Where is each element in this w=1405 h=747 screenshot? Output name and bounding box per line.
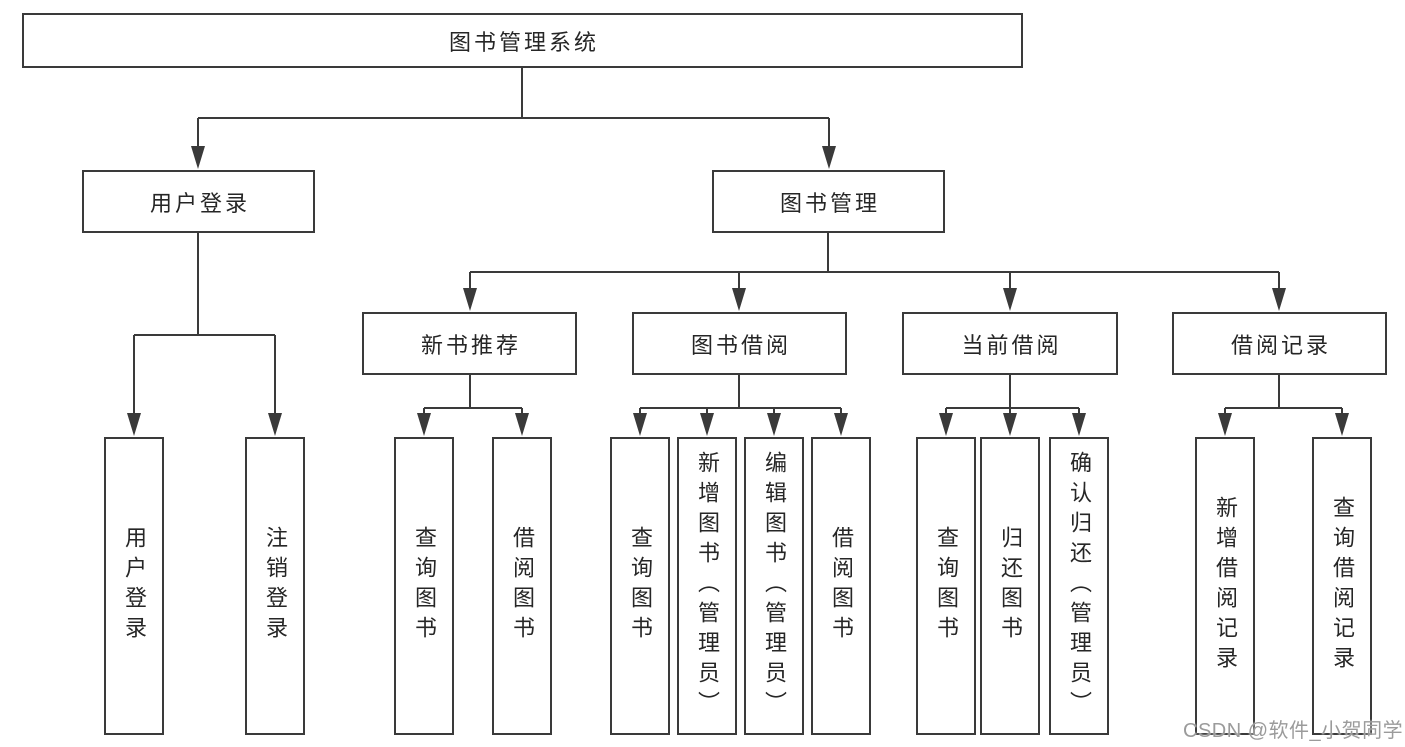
node-label: 图书借阅 bbox=[690, 332, 791, 358]
node-label: 用户登录 bbox=[149, 190, 250, 216]
node-current-borrowing: 当前借阅 bbox=[902, 312, 1118, 375]
node-label: 新书推荐 bbox=[420, 332, 521, 358]
node-label: 当前借阅 bbox=[961, 332, 1062, 358]
node-label: 确认归还（管理员） bbox=[1067, 451, 1092, 721]
node-new-book-recommend: 新书推荐 bbox=[362, 312, 577, 375]
leaf-cb-query-books: 查询图书 bbox=[916, 437, 976, 735]
node-borrowing-records: 借阅记录 bbox=[1172, 312, 1387, 375]
node-user-login: 用户登录 bbox=[82, 170, 315, 233]
node-label: 借阅图书 bbox=[829, 526, 854, 646]
node-root: 图书管理系统 bbox=[22, 13, 1023, 68]
node-book-borrowing: 图书借阅 bbox=[632, 312, 847, 375]
node-label: 查询图书 bbox=[628, 526, 653, 646]
leaf-logout: 注销登录 bbox=[245, 437, 305, 735]
node-label: 注销登录 bbox=[263, 526, 288, 646]
node-label: 查询图书 bbox=[412, 526, 437, 646]
leaf-bb-query-books: 查询图书 bbox=[610, 437, 670, 735]
leaf-cb-return-books: 归还图书 bbox=[980, 437, 1040, 735]
node-label: 查询图书 bbox=[934, 526, 959, 646]
leaf-bb-edit-books-admin: 编辑图书（管理员） bbox=[744, 437, 804, 735]
leaf-br-add-record: 新增借阅记录 bbox=[1195, 437, 1255, 735]
leaf-nbr-borrow-books: 借阅图书 bbox=[492, 437, 552, 735]
leaf-cb-confirm-return-admin: 确认归还（管理员） bbox=[1049, 437, 1109, 735]
node-label: 新增借阅记录 bbox=[1213, 496, 1238, 676]
leaf-br-query-record: 查询借阅记录 bbox=[1312, 437, 1372, 735]
node-label: 编辑图书（管理员） bbox=[762, 451, 787, 721]
node-label: 用户登录 bbox=[122, 526, 147, 646]
leaf-user-login: 用户登录 bbox=[104, 437, 164, 735]
node-book-management: 图书管理 bbox=[712, 170, 945, 233]
leaf-bb-add-books-admin: 新增图书（管理员） bbox=[677, 437, 737, 735]
node-label: 图书管理 bbox=[779, 190, 880, 216]
node-label: 借阅记录 bbox=[1230, 332, 1331, 358]
node-label: 借阅图书 bbox=[510, 526, 535, 646]
leaf-nbr-query-books: 查询图书 bbox=[394, 437, 454, 735]
node-label: 图书管理系统 bbox=[448, 29, 599, 55]
csdn-watermark: CSDN @软件_小贺同学 bbox=[1183, 720, 1404, 742]
leaf-bb-borrow-books: 借阅图书 bbox=[811, 437, 871, 735]
node-label: 归还图书 bbox=[998, 526, 1023, 646]
node-label: 新增图书（管理员） bbox=[695, 451, 720, 721]
node-label: 查询借阅记录 bbox=[1330, 496, 1355, 676]
